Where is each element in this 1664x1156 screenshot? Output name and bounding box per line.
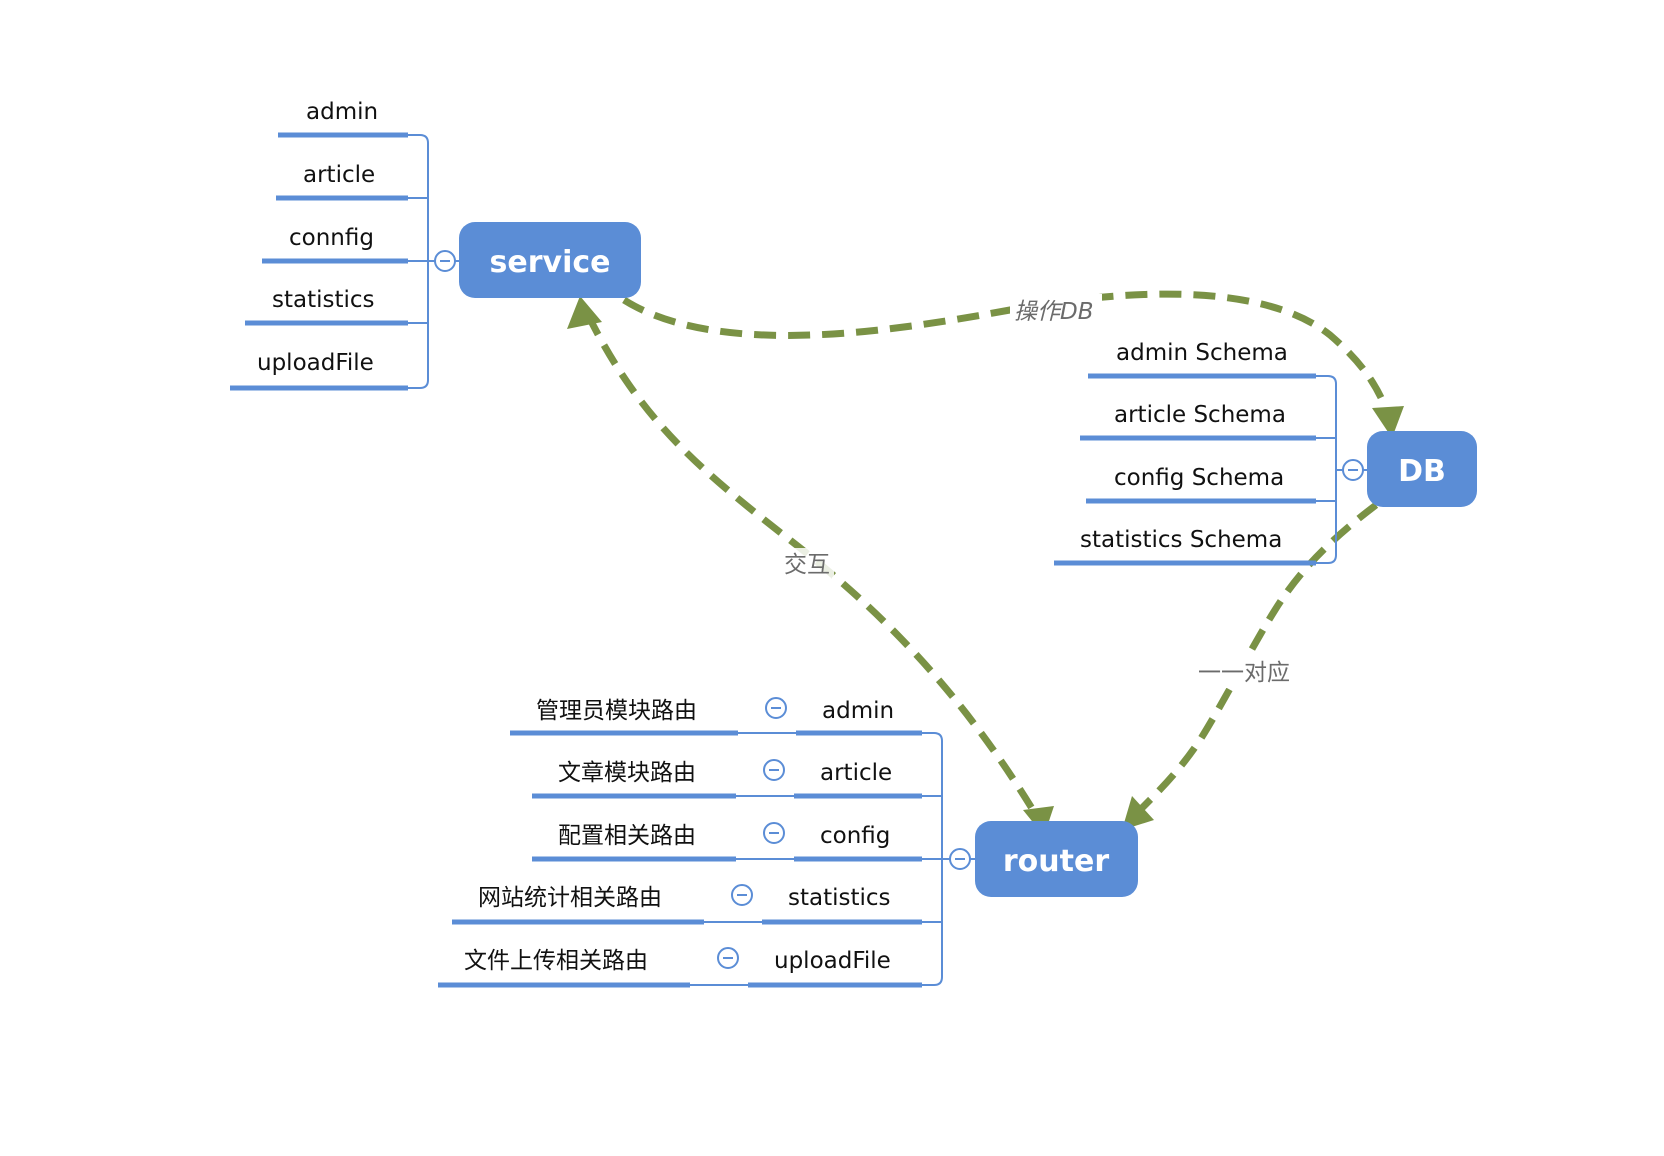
leaf-label: 网站统计相关路由: [478, 885, 662, 911]
router-child-uploadfile[interactable]: uploadFile 文件上传相关路由: [438, 947, 922, 988]
topic-router[interactable]: router: [975, 821, 1138, 897]
db-branch: admin Schema article Schema config Schem…: [1054, 340, 1370, 566]
router-subchild-admin-route[interactable]: 管理员模块路由: [510, 698, 738, 736]
leaf-label: article Schema: [1114, 402, 1286, 428]
arrowhead-icon: [1372, 406, 1404, 438]
leaf-label: article: [820, 760, 892, 786]
router-subchild-config-route[interactable]: 配置相关路由: [532, 823, 736, 862]
topic-router-label: router: [1003, 844, 1109, 879]
service-child-uploadfile[interactable]: uploadFile: [230, 350, 408, 391]
router-child-statistics[interactable]: statistics 网站统计相关路由: [452, 884, 922, 925]
collapse-icon[interactable]: [763, 759, 785, 781]
leaf-label: uploadFile: [257, 350, 374, 376]
collapse-icon[interactable]: [434, 250, 456, 272]
relation-label-service-router: 交互: [782, 548, 834, 578]
leaf-label: statistics: [272, 287, 375, 313]
leaf-label: statistics: [788, 885, 891, 911]
collapse-icon[interactable]: [763, 822, 785, 844]
leaf-label: 管理员模块路由: [536, 698, 697, 724]
router-subchild-uploadfile-route[interactable]: 文件上传相关路由: [438, 948, 690, 988]
leaf-label: admin Schema: [1116, 340, 1288, 366]
router-branch: admin 管理员模块路由 article 文章模块路由: [438, 697, 978, 988]
leaf-label: config: [820, 823, 890, 849]
db-child-admin-schema[interactable]: admin Schema: [1088, 340, 1316, 379]
leaf-label: uploadFile: [774, 948, 891, 974]
router-subchild-article-route[interactable]: 文章模块路由: [532, 760, 736, 799]
leaf-label: article: [303, 162, 375, 188]
topic-db-label: DB: [1398, 454, 1446, 489]
relation-label-service-to-db: 操作DB: [1010, 294, 1102, 326]
db-child-article-schema[interactable]: article Schema: [1080, 402, 1316, 441]
relation-text-operate-db: 操作DB: [1014, 299, 1094, 325]
topic-service[interactable]: service: [459, 222, 641, 298]
router-child-article[interactable]: article 文章模块路由: [532, 759, 922, 799]
service-branch: admin article connfig statistics uploadF…: [230, 99, 462, 391]
leaf-label: 配置相关路由: [558, 823, 696, 849]
collapse-icon[interactable]: [1342, 459, 1364, 481]
service-child-admin[interactable]: admin: [278, 99, 408, 138]
db-child-statistics-schema[interactable]: statistics Schema: [1054, 527, 1316, 566]
leaf-label: statistics Schema: [1080, 527, 1282, 553]
service-child-statistics[interactable]: statistics: [245, 287, 408, 326]
leaf-label: admin: [306, 99, 378, 125]
leaf-label: admin: [822, 698, 894, 724]
service-child-connfig[interactable]: connfig: [262, 225, 408, 264]
router-child-config[interactable]: config 配置相关路由: [532, 822, 922, 862]
leaf-label: 文章模块路由: [558, 760, 696, 786]
topic-db[interactable]: DB: [1367, 431, 1477, 507]
leaf-label: 文件上传相关路由: [464, 948, 648, 974]
router-subchild-statistics-route[interactable]: 网站统计相关路由: [452, 885, 704, 925]
topic-service-label: service: [490, 245, 611, 280]
relation-label-db-to-router: 一一对应: [1196, 656, 1294, 688]
service-child-article[interactable]: article: [276, 162, 408, 201]
relation-db-to-router[interactable]: [1122, 502, 1379, 830]
leaf-label: config Schema: [1114, 465, 1284, 491]
collapse-icon[interactable]: [949, 848, 971, 870]
arrowhead-icon: [1122, 796, 1154, 830]
router-child-admin[interactable]: admin 管理员模块路由: [510, 697, 922, 736]
collapse-icon[interactable]: [717, 947, 739, 969]
db-child-config-schema[interactable]: config Schema: [1086, 465, 1316, 504]
relation-text-interact: 交互: [784, 552, 830, 578]
arrowhead-icon: [567, 296, 602, 329]
collapse-icon[interactable]: [731, 884, 753, 906]
leaf-label: connfig: [289, 225, 374, 251]
collapse-icon[interactable]: [765, 697, 787, 719]
relation-text-one-to-one: 一一对应: [1198, 660, 1290, 686]
